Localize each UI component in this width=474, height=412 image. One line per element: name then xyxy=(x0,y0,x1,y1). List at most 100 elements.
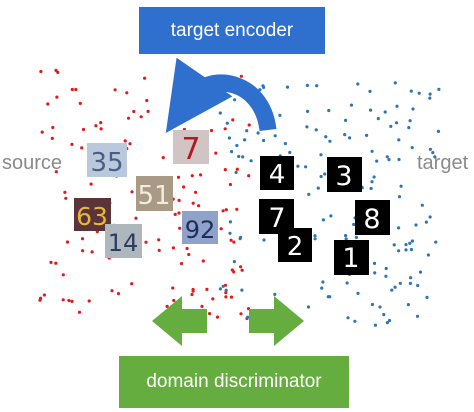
scatter-point xyxy=(49,260,53,264)
scatter-point xyxy=(81,249,85,253)
scatter-point xyxy=(178,226,182,230)
scatter-point xyxy=(232,240,236,244)
scatter-point xyxy=(113,88,117,92)
scatter-point xyxy=(126,116,131,120)
scatter-point xyxy=(399,184,403,188)
curved-arrow-icon xyxy=(165,57,277,133)
svg-text:51: 51 xyxy=(137,181,170,211)
scatter-point xyxy=(139,115,143,119)
scatter-point xyxy=(426,253,430,257)
scatter-point xyxy=(433,155,437,159)
scatter-point xyxy=(230,268,234,272)
scatter-point xyxy=(288,150,292,155)
target-digit-tile: 8 xyxy=(355,200,390,235)
scatter-point xyxy=(225,121,229,125)
scatter-point xyxy=(165,304,169,308)
scatter-point xyxy=(397,157,401,162)
domain-discriminator-label: domain discriminator xyxy=(146,371,322,392)
scatter-point xyxy=(397,195,402,199)
scatter-point xyxy=(191,289,195,293)
scatter-point xyxy=(221,209,225,213)
scatter-point xyxy=(434,240,438,244)
scatter-point xyxy=(392,243,396,247)
source-digit-tile: 7 xyxy=(173,130,209,167)
right-arrow-icon xyxy=(249,296,304,346)
scatter-point xyxy=(389,124,393,128)
scatter-point xyxy=(206,94,210,98)
scatter-point xyxy=(61,298,65,302)
scatter-point xyxy=(231,118,235,122)
scatter-point xyxy=(436,129,441,133)
scatter-point xyxy=(182,185,186,189)
scatter-point xyxy=(54,261,58,265)
scatter-point xyxy=(74,87,78,92)
scatter-point xyxy=(249,159,253,163)
scatter-point xyxy=(321,218,325,222)
scatter-point xyxy=(177,198,181,202)
scatter-point xyxy=(410,239,414,243)
source-digit-images: 35 7 51 63 14 92 xyxy=(74,130,218,258)
scatter-point xyxy=(224,208,228,212)
scatter-point xyxy=(187,252,191,257)
source-digit-tile: 51 xyxy=(136,176,173,211)
scatter-point xyxy=(171,286,175,290)
source-digit-tile: 35 xyxy=(87,143,127,178)
scatter-point xyxy=(237,154,241,159)
scatter-point xyxy=(344,234,348,238)
svg-text:2: 2 xyxy=(287,232,304,262)
scatter-point xyxy=(353,319,357,323)
scatter-point xyxy=(130,282,134,286)
scatter-point xyxy=(372,261,377,265)
scatter-point xyxy=(326,295,330,299)
scatter-point xyxy=(408,281,412,285)
target-encoder-label: target encoder xyxy=(170,19,294,41)
svg-text:7: 7 xyxy=(181,132,200,167)
scatter-point xyxy=(239,312,243,316)
scatter-point xyxy=(224,291,228,295)
scatter-point xyxy=(356,291,360,295)
scatter-point xyxy=(233,98,237,102)
scatter-point xyxy=(61,273,65,277)
scatter-point xyxy=(39,296,43,300)
scatter-point xyxy=(313,237,317,241)
scatter-point xyxy=(63,190,67,194)
scatter-point xyxy=(385,155,389,159)
scatter-point xyxy=(411,107,415,111)
source-digit-tile: 92 xyxy=(182,211,218,244)
scatter-point xyxy=(125,91,129,95)
svg-text:35: 35 xyxy=(90,148,123,178)
scatter-point xyxy=(305,125,309,129)
scatter-point xyxy=(211,297,215,301)
scatter-point xyxy=(246,315,250,319)
scatter-point xyxy=(173,102,178,106)
scatter-point xyxy=(415,314,420,318)
scatter-point xyxy=(365,133,369,137)
scatter-point xyxy=(373,271,377,275)
scatter-point xyxy=(320,286,324,290)
scatter-point xyxy=(352,222,356,227)
scatter-point xyxy=(116,292,121,296)
scatter-point xyxy=(130,190,134,194)
scatter-point xyxy=(238,237,242,241)
scatter-point xyxy=(428,96,432,100)
scatter-point xyxy=(40,130,44,134)
source-label: source xyxy=(2,152,63,174)
scatter-point xyxy=(345,281,349,285)
svg-text:3: 3 xyxy=(335,161,352,192)
scatter-point xyxy=(247,174,251,178)
scatter-point xyxy=(307,192,311,196)
scatter-point xyxy=(240,268,244,272)
scatter-point xyxy=(42,293,47,297)
scatter-point xyxy=(372,175,376,179)
scatter-point xyxy=(190,174,194,178)
scatter-point xyxy=(376,117,380,121)
svg-text:92: 92 xyxy=(185,216,216,244)
scatter-point xyxy=(409,247,413,252)
scatter-point xyxy=(356,82,360,86)
scatter-point xyxy=(327,108,331,113)
scatter-point xyxy=(409,276,413,280)
scatter-point xyxy=(437,87,441,91)
scatter-point xyxy=(407,126,411,130)
scatter-point xyxy=(185,81,189,86)
scatter-point xyxy=(185,246,189,251)
